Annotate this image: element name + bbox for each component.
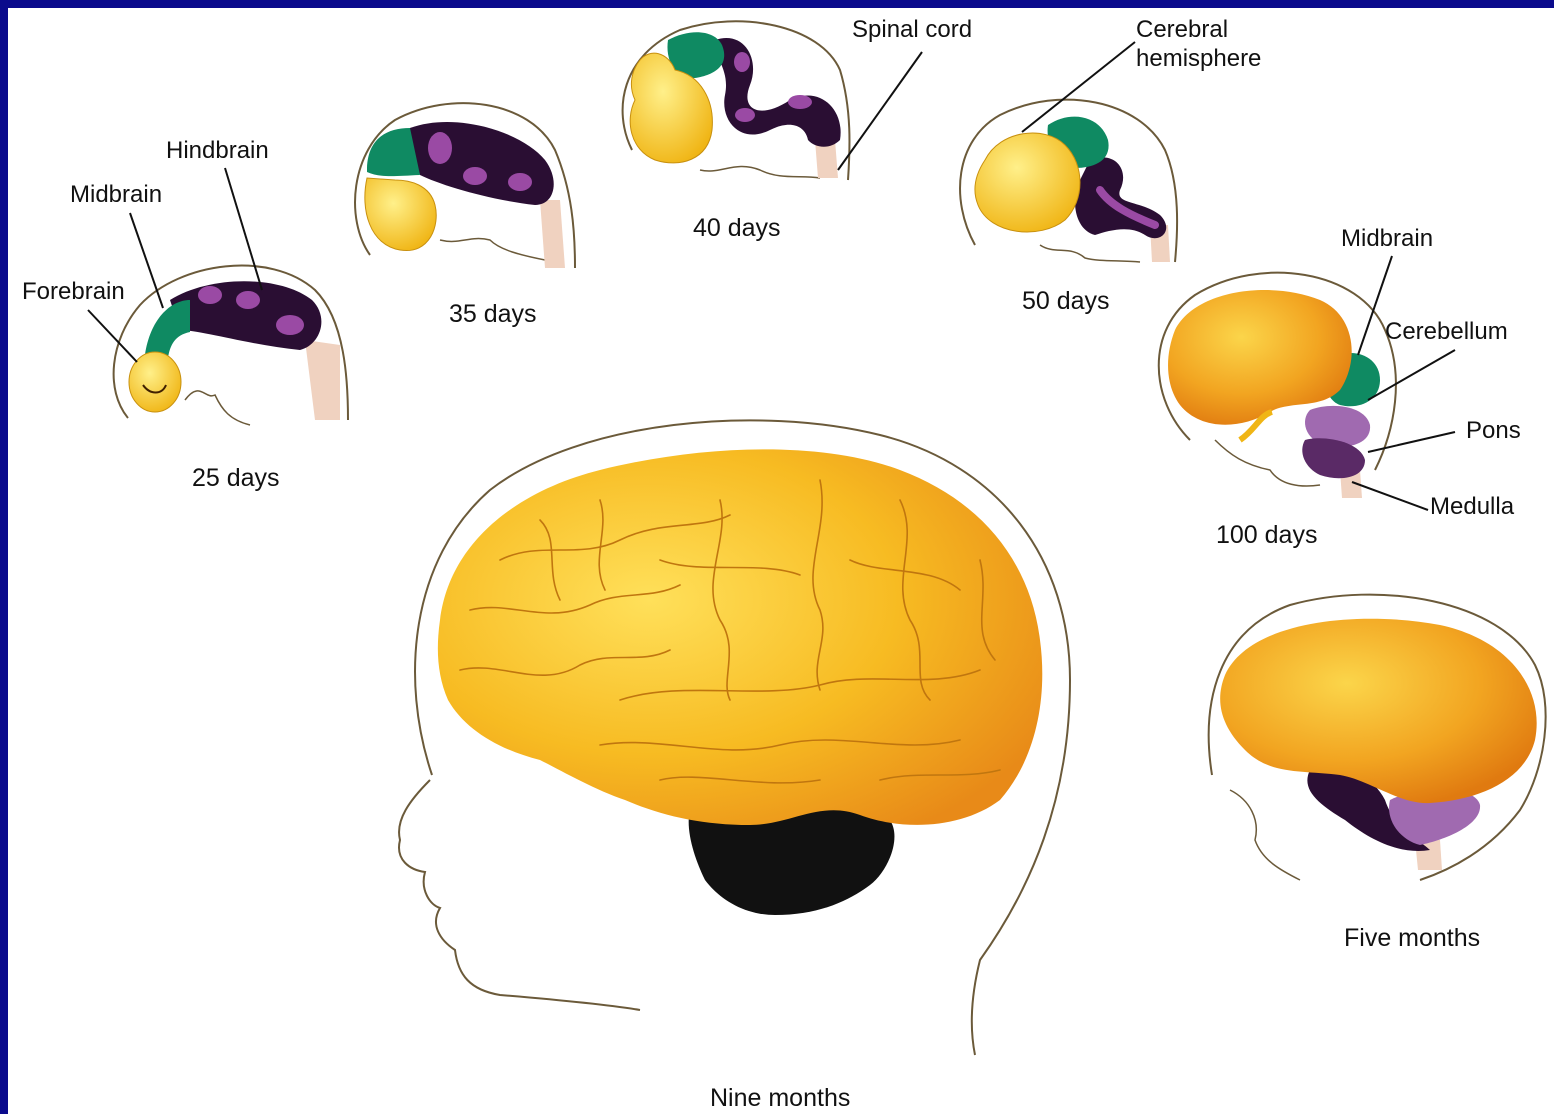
cerebrum-9mo	[438, 449, 1042, 825]
hindbrain-spot-25b	[236, 291, 260, 309]
caption-100-days: 100 days	[1216, 520, 1317, 550]
stage-25-days	[114, 266, 348, 425]
stage-100-days	[1159, 273, 1396, 498]
caption-nine-months: Nine months	[710, 1083, 850, 1113]
caption-40-days: 40 days	[693, 213, 781, 243]
face-outline-35	[440, 239, 545, 260]
hindbrain-40	[715, 38, 841, 147]
caption-35-days: 35 days	[449, 299, 537, 329]
caption-50-days: 50 days	[1022, 286, 1110, 316]
spinal-cord-25	[305, 340, 340, 420]
label-midbrain-early: Midbrain	[70, 181, 162, 210]
stage-40-days	[623, 21, 850, 180]
hindbrain-spot-25a	[198, 286, 222, 304]
brain-development-illustration	[8, 8, 1554, 1114]
stage-35-days	[355, 103, 575, 268]
face-outline-25	[185, 391, 250, 425]
caption-25-days: 25 days	[192, 463, 280, 493]
label-cerebellum: Cerebellum	[1385, 318, 1508, 347]
stage-five-months	[1209, 595, 1546, 880]
label-pons: Pons	[1466, 417, 1521, 446]
label-spinal-cord: Spinal cord	[852, 16, 972, 45]
diagram-canvas: Spinal cord Cerebral hemisphere Hindbrai…	[8, 8, 1554, 1114]
cerebral-hemisphere-50	[975, 133, 1080, 232]
face-outline-9mo	[399, 780, 640, 1010]
cerebrum-100	[1168, 290, 1352, 425]
stage-nine-months	[399, 420, 1070, 1055]
face-outline-5mo	[1230, 790, 1300, 880]
cerebrum-5mo	[1220, 619, 1537, 803]
spinal-cord-35	[540, 200, 565, 268]
stage-50-days	[960, 100, 1177, 262]
face-outline-50	[1040, 245, 1140, 262]
label-cerebral-hemisphere: Cerebral hemisphere	[1136, 16, 1261, 74]
face-outline-40	[700, 166, 820, 178]
midbrain-25	[145, 300, 190, 358]
label-hindbrain: Hindbrain	[166, 137, 269, 166]
forebrain-35	[365, 178, 436, 251]
hindbrain-spot-25c	[276, 315, 304, 335]
label-medulla: Medulla	[1430, 493, 1514, 522]
label-midbrain-late: Midbrain	[1341, 225, 1433, 254]
caption-five-months: Five months	[1344, 923, 1480, 953]
label-forebrain: Forebrain	[22, 278, 125, 307]
